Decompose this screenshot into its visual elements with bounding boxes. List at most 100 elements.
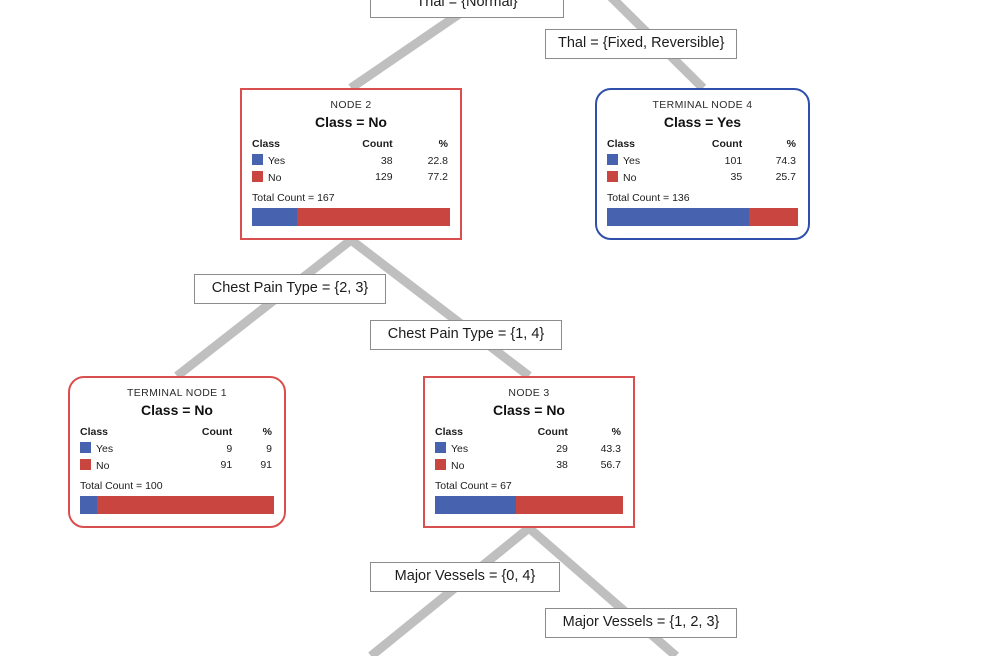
distribution-bar-segment xyxy=(748,208,798,227)
column-header-pct: % xyxy=(262,425,272,438)
class-name-cell: No xyxy=(435,458,499,474)
distribution-bar-segment xyxy=(252,208,298,227)
legend-swatch-icon xyxy=(435,442,446,454)
split-condition-label-thal-fixed-reversible[interactable]: Thal = {Fixed, Reversible} xyxy=(545,29,737,59)
table-row: Yes 9 9 xyxy=(80,441,274,457)
table-row: Yes 29 43.3 xyxy=(435,441,623,457)
total-count-text: Total Count = 100 xyxy=(80,479,163,492)
percent-cell: 91 xyxy=(260,459,272,472)
class-name-cell: No xyxy=(607,170,672,186)
column-header-pct: % xyxy=(438,137,448,150)
distribution-bar-segment xyxy=(516,496,623,515)
class-name-cell: Yes xyxy=(435,441,499,457)
node-class-label: Class = No xyxy=(315,113,387,130)
table-header-row: Class Count% xyxy=(607,137,798,154)
class-name-cell: Yes xyxy=(252,153,319,169)
distribution-bar xyxy=(435,496,623,515)
edge-connector xyxy=(348,6,468,92)
distribution-bar xyxy=(252,208,450,227)
class-name-cell: No xyxy=(252,170,319,186)
class-name-text: Yes xyxy=(451,443,469,456)
column-header-class: Class xyxy=(607,137,636,150)
count-cell: 35 xyxy=(730,171,743,184)
split-condition-label-mv-0-4[interactable]: Major Vessels = {0, 4} xyxy=(370,562,560,592)
count-cell: 38 xyxy=(556,459,568,472)
distribution-bar xyxy=(607,208,798,227)
legend-swatch-icon xyxy=(252,154,263,166)
distribution-bar-segment xyxy=(607,208,749,227)
percent-cell: 74.3 xyxy=(775,154,796,167)
split-condition-label-cpt-1-4[interactable]: Chest Pain Type = {1, 4} xyxy=(370,320,562,350)
class-name-cell: Yes xyxy=(80,441,152,457)
percent-cell: 77.2 xyxy=(427,171,448,184)
edge-connector xyxy=(174,236,354,380)
column-header-pct: % xyxy=(786,137,796,150)
count-cell: 29 xyxy=(556,442,568,455)
class-name-text: No xyxy=(623,171,637,184)
split-condition-label-cpt-2-3[interactable]: Chest Pain Type = {2, 3} xyxy=(194,274,386,304)
node-class-label: Class = No xyxy=(141,401,213,418)
distribution-bar-segment xyxy=(435,496,517,515)
node-title: NODE 3 xyxy=(508,387,550,399)
node-class-label: Class = No xyxy=(493,401,565,418)
total-count-text: Total Count = 167 xyxy=(252,191,335,204)
node-title: TERMINAL NODE 4 xyxy=(652,99,753,111)
table-row: No 35 25.7 xyxy=(607,170,798,186)
legend-swatch-icon xyxy=(80,458,91,470)
count-cell: 9 xyxy=(226,442,233,455)
legend-swatch-icon xyxy=(435,458,446,470)
column-header-class: Class xyxy=(435,425,464,438)
total-count-text: Total Count = 136 xyxy=(607,191,690,204)
count-cell: 91 xyxy=(220,459,233,472)
legend-swatch-icon xyxy=(607,154,618,166)
percent-cell: 43.3 xyxy=(600,442,621,455)
count-cell: 129 xyxy=(375,171,393,184)
class-name-text: No xyxy=(96,459,110,472)
column-header-pct: % xyxy=(611,425,621,438)
distribution-bar xyxy=(80,496,274,515)
column-header-count: Count xyxy=(362,137,393,150)
table-row: Yes 101 74.3 xyxy=(607,153,798,169)
table-row: No 38 56.7 xyxy=(435,458,623,474)
split-condition-label-thal-normal[interactable]: Thal = {Normal} xyxy=(370,0,564,18)
total-count-text: Total Count = 67 xyxy=(435,479,512,492)
class-name-text: No xyxy=(268,171,282,184)
percent-cell: 22.8 xyxy=(427,154,448,167)
column-header-class: Class xyxy=(80,425,109,438)
edge-connector xyxy=(368,524,532,656)
column-header-count: Count xyxy=(711,137,743,150)
legend-swatch-icon xyxy=(252,170,263,182)
percent-cell: 9 xyxy=(266,442,272,455)
class-name-text: No xyxy=(451,459,465,472)
table-row: No 129 77.2 xyxy=(252,170,450,186)
split-condition-label-mv-1-2-3[interactable]: Major Vessels = {1, 2, 3} xyxy=(545,608,737,638)
legend-swatch-icon xyxy=(607,170,618,182)
percent-cell: 25.7 xyxy=(775,171,796,184)
node-title: TERMINAL NODE 1 xyxy=(127,387,227,399)
node-title: NODE 2 xyxy=(330,99,372,111)
class-name-text: Yes xyxy=(268,155,286,168)
class-name-text: Yes xyxy=(623,155,641,168)
percent-cell: 56.7 xyxy=(600,459,621,472)
distribution-bar-segment xyxy=(297,208,450,227)
class-name-cell: Yes xyxy=(607,153,672,169)
class-name-cell: No xyxy=(80,458,152,474)
count-cell: 101 xyxy=(724,154,743,167)
edge-connector xyxy=(348,236,532,380)
distribution-bar-segment xyxy=(80,496,98,515)
legend-swatch-icon xyxy=(80,442,91,454)
class-name-text: Yes xyxy=(96,443,114,456)
column-header-class: Class xyxy=(252,137,281,150)
